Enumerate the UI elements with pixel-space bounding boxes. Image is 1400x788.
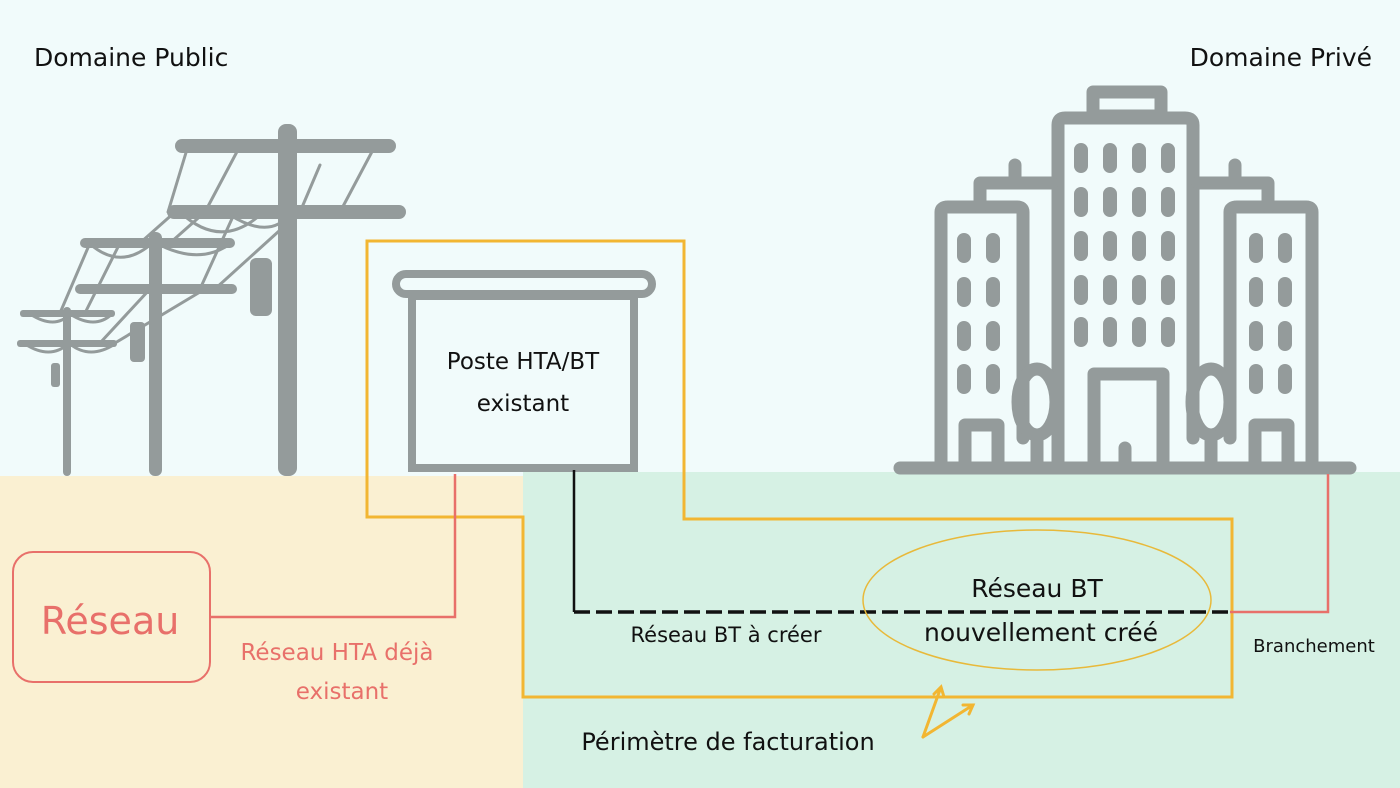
network-box-label: Réseau [41, 599, 180, 643]
arrow-icon [921, 684, 976, 739]
billing-perimeter-label: Périmètre de facturation [581, 728, 874, 756]
private-domain-title: Domaine Privé [1190, 43, 1372, 72]
hta-label-line1: Réseau HTA déjà [240, 640, 433, 666]
hta-line [210, 474, 457, 619]
connection-line [1230, 474, 1330, 614]
connection-label: Branchement [1253, 636, 1375, 657]
bt-to-create-label: Réseau BT à créer [631, 623, 822, 647]
utility-poles-icon [17, 124, 406, 476]
private-domain-ground [523, 472, 1400, 788]
network-box [12, 551, 211, 683]
substation-label-line1: Poste HTA/BT [447, 349, 600, 375]
new-bt-label-line1: Réseau BT [971, 574, 1103, 603]
new-bt-ellipse [862, 529, 1212, 671]
hta-label-line2: existant [296, 679, 388, 705]
substation-icon [392, 270, 656, 472]
substation-label-line2: existant [477, 391, 569, 417]
public-domain-title: Domaine Public [34, 43, 228, 72]
building-icon [893, 85, 1357, 475]
billing-perimeter-outline [365, 239, 1234, 699]
new-bt-label-line2: nouvellement créé [924, 618, 1158, 647]
public-domain-ground [0, 476, 523, 788]
